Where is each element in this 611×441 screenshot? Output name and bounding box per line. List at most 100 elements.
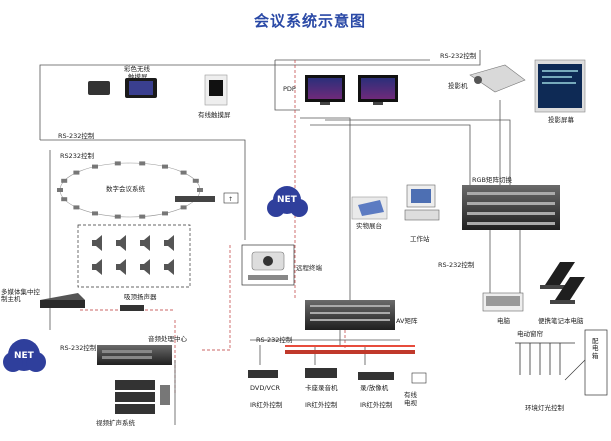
rs232-right-label: RS-232控制: [438, 261, 475, 269]
workstation-label: 工作站: [410, 235, 430, 243]
laptop-label: 便携笔记本电脑: [538, 317, 584, 325]
ir-control-1-label: IR红外控制: [250, 401, 283, 409]
color-wireless-label: 彩色无线: [124, 65, 150, 73]
ir-control-3-label: IR红外控制: [360, 401, 393, 409]
multimedia-host-label: 多媒体集中控制主机: [1, 288, 40, 303]
conference-unit-icon: [162, 211, 168, 216]
speaker-icon: [116, 259, 126, 275]
conference-unit-icon: [139, 214, 146, 219]
rs232-mid-label: RS-232控制: [256, 336, 293, 344]
power-box-icon: [584, 329, 608, 396]
rgb-matrix-rack-icon: [462, 185, 560, 230]
document-camera-label: 实物展台: [356, 222, 382, 230]
speaker-icon: [140, 259, 150, 275]
projector-icon: [469, 64, 526, 93]
ceiling-speaker-small-icon: [120, 305, 144, 311]
conference-unit-icon: [92, 211, 98, 216]
conference-unit-icon: [114, 161, 121, 166]
speaker-icon: [164, 259, 174, 275]
digital-conference-host-icon: [175, 196, 215, 202]
net-cloud-left-icon: [3, 339, 46, 372]
conference-unit-icon: [73, 170, 80, 175]
power-amplifier-icons: [115, 380, 170, 414]
rs232-left-label: RS-232控制: [58, 132, 95, 140]
audio-processing-rack-icon: [97, 345, 172, 365]
computer-icon: [482, 292, 524, 312]
pdp-display-2-icon: [358, 75, 398, 105]
dvd-vcr-label: DVD/VCR: [250, 384, 281, 392]
projection-screen-icon: [534, 59, 586, 113]
ceiling-speaker-label: 吸顶扬声器: [124, 293, 157, 301]
conference-unit-icon: [57, 188, 63, 192]
touch-screen-label: 触摸屏: [128, 73, 148, 81]
rgb-matrix-label: RGB矩阵切换: [472, 176, 513, 184]
power-curtain-icon: [515, 342, 575, 375]
net-cloud-top-icon: [267, 186, 308, 217]
digital-conference-label: 数字会议系统: [106, 185, 145, 193]
projection-screen-label: 投影屏幕: [548, 116, 574, 124]
net-left-label: NET: [14, 351, 34, 361]
conference-unit-icon: [162, 164, 168, 169]
speaker-icon: [92, 259, 102, 275]
pdp-label: PDP: [283, 85, 296, 93]
svg-text:↑: ↑: [228, 196, 233, 203]
conference-unit-icon: [73, 205, 80, 210]
wired-touch-panel-icon: [204, 74, 228, 106]
rs232-top-label: RS-232控制: [440, 52, 477, 60]
speaker-icon: [164, 235, 174, 251]
rs232-left3-label: RS-232控制: [60, 344, 97, 352]
wire-rs232-left: [40, 139, 246, 240]
conference-unit-icon: [114, 214, 121, 219]
rs232-left2-label: RS232控制: [60, 152, 95, 160]
wire-top-left-frame: [39, 50, 481, 140]
workstation-icon: [404, 184, 440, 221]
wire-pdp-to-matrix: [310, 124, 471, 185]
speaker-icon: [140, 235, 150, 251]
wire-control-dashed-2: [200, 245, 231, 351]
dvd-vcr-icon: [248, 370, 278, 378]
ceiling-speakers-box: [77, 224, 191, 288]
laptop-icons: [540, 262, 585, 304]
recorder-icon: [358, 372, 394, 380]
av-matrix-rack-icon: [305, 300, 395, 330]
ir-control-2-label: IR红外控制: [305, 401, 338, 409]
terminal-box-1: [223, 192, 239, 204]
av-matrix-label: AV矩阵: [396, 317, 418, 325]
pdp-display-1-icon: [305, 75, 345, 105]
wire-right-frame: [300, 117, 351, 311]
conference-unit-icon: [180, 170, 187, 175]
power-box-label: 配电箱: [592, 337, 599, 360]
power-curtain-label: 电动窗帘: [517, 330, 543, 338]
speaker-icon: [92, 235, 102, 251]
wire-pdp-frame: [274, 60, 300, 111]
speaker-icon: [116, 235, 126, 251]
conference-unit-icon: [197, 188, 203, 192]
multimedia-host-icon: [40, 293, 85, 308]
conference-unit-icon: [92, 164, 98, 169]
conference-unit-icon: [61, 178, 68, 183]
conference-unit-icon: [139, 161, 146, 166]
conference-unit-icon: [192, 178, 199, 183]
wire-bottom-drops: [259, 345, 366, 365]
cassette-deck-icon: [305, 368, 337, 378]
wireless-touch-screen-icon: [88, 78, 157, 98]
conference-unit-icon: [61, 197, 68, 202]
document-camera-icon: [351, 196, 388, 220]
wire-matrix-top: [325, 119, 511, 185]
page-title: 会议系统示意图: [253, 12, 366, 30]
wire-dimmer: [564, 359, 586, 381]
speaker-icons: [92, 235, 174, 275]
video-conf-terminal-label: 远程终端: [296, 264, 322, 272]
power-amp-system-label: 视频扩声系统: [96, 419, 135, 427]
av-bus-bar: [285, 350, 415, 354]
av-bus-bar-2: [285, 345, 415, 347]
net-top-label: NET: [277, 195, 297, 205]
cable-tv-label: 有线电视: [404, 391, 417, 407]
audio-center-label: 音频处理中心: [148, 335, 187, 343]
computer-label: 电脑: [497, 317, 510, 325]
recorder-label: 录/放像机: [360, 384, 389, 392]
projector-label: 投影机: [448, 82, 468, 90]
conference-unit-icon: [180, 205, 187, 210]
